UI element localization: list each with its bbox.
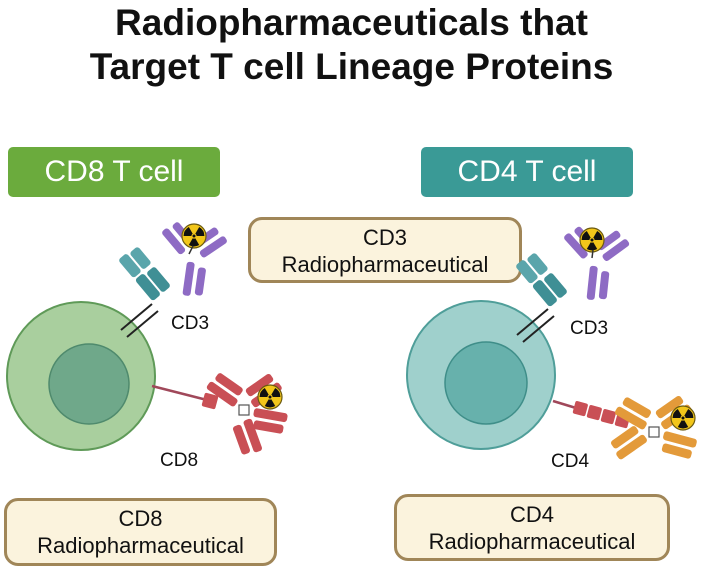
cd4-marker-label: CD4 bbox=[551, 451, 589, 472]
cd8-box-line-2: Radiopharmaceutical bbox=[37, 533, 244, 558]
figure-title: Radiopharmaceuticals that Target T cell … bbox=[0, 0, 703, 89]
radiation-icon bbox=[257, 384, 284, 412]
cd4-box-line-1: CD4 bbox=[509, 502, 554, 527]
cd8-antibody bbox=[206, 373, 288, 455]
cd8-box-line-1: CD8 bbox=[118, 506, 163, 531]
cd3-marker-label-left: CD3 bbox=[171, 313, 209, 334]
cd3-radiopharmaceutical-box: CD3 Radiopharmaceutical bbox=[248, 217, 522, 283]
cd8-t-cell-label: CD8 T cell bbox=[8, 147, 220, 197]
cd4-t-cell-label: CD4 T cell bbox=[421, 147, 633, 197]
radiation-icon bbox=[181, 223, 208, 251]
cd3-marker-label-right: CD3 bbox=[570, 318, 608, 339]
title-line-1: Radiopharmaceuticals that bbox=[115, 2, 588, 43]
cd3-receptor-left bbox=[119, 247, 170, 338]
cd8-radiopharmaceutical-box: CD8 Radiopharmaceutical bbox=[4, 498, 277, 566]
cd4-t-cell bbox=[406, 300, 556, 450]
title-line-2: Target T cell Lineage Proteins bbox=[89, 46, 614, 87]
cd8-receptor bbox=[151, 384, 219, 410]
cd3-box-line-2: Radiopharmaceutical bbox=[281, 252, 489, 277]
radiation-icon bbox=[670, 405, 697, 433]
cd3-box-line-1: CD3 bbox=[362, 225, 407, 250]
cd4-box-line-2: Radiopharmaceutical bbox=[428, 529, 636, 554]
cd4-radiopharmaceutical-box: CD4 Radiopharmaceutical bbox=[394, 494, 670, 561]
cd3-receptor-right bbox=[516, 253, 567, 343]
cd8-t-cell bbox=[6, 301, 156, 451]
cd8-marker-label: CD8 bbox=[160, 450, 198, 471]
